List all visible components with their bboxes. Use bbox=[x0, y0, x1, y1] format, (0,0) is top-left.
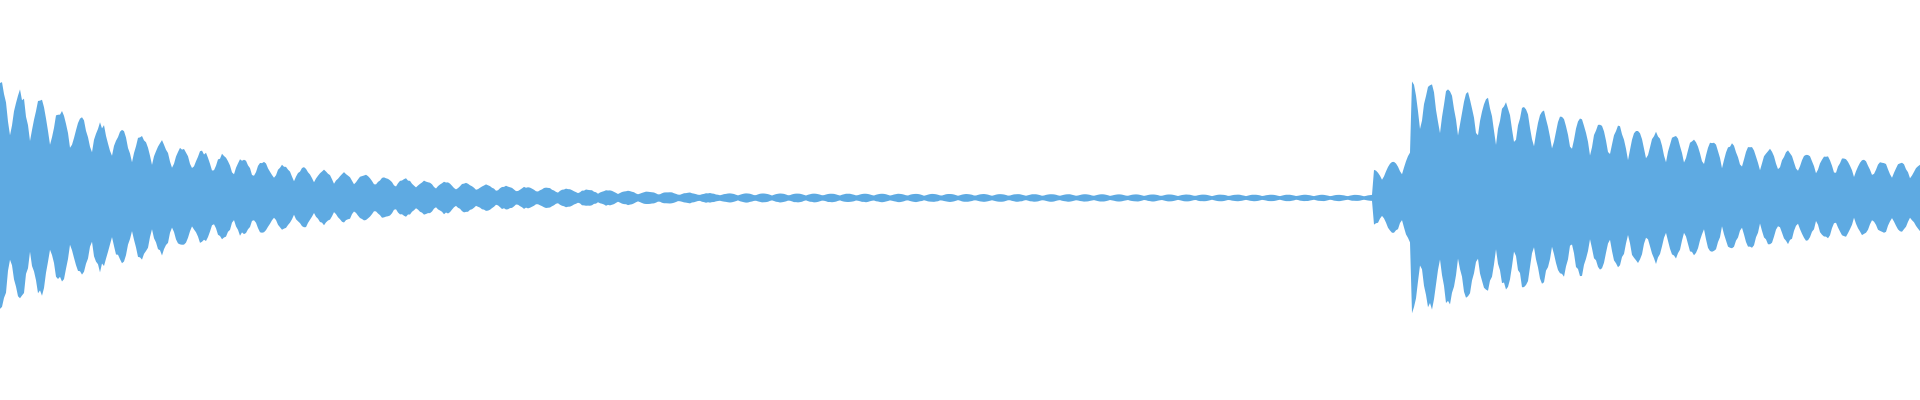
waveform-path bbox=[0, 81, 1920, 314]
